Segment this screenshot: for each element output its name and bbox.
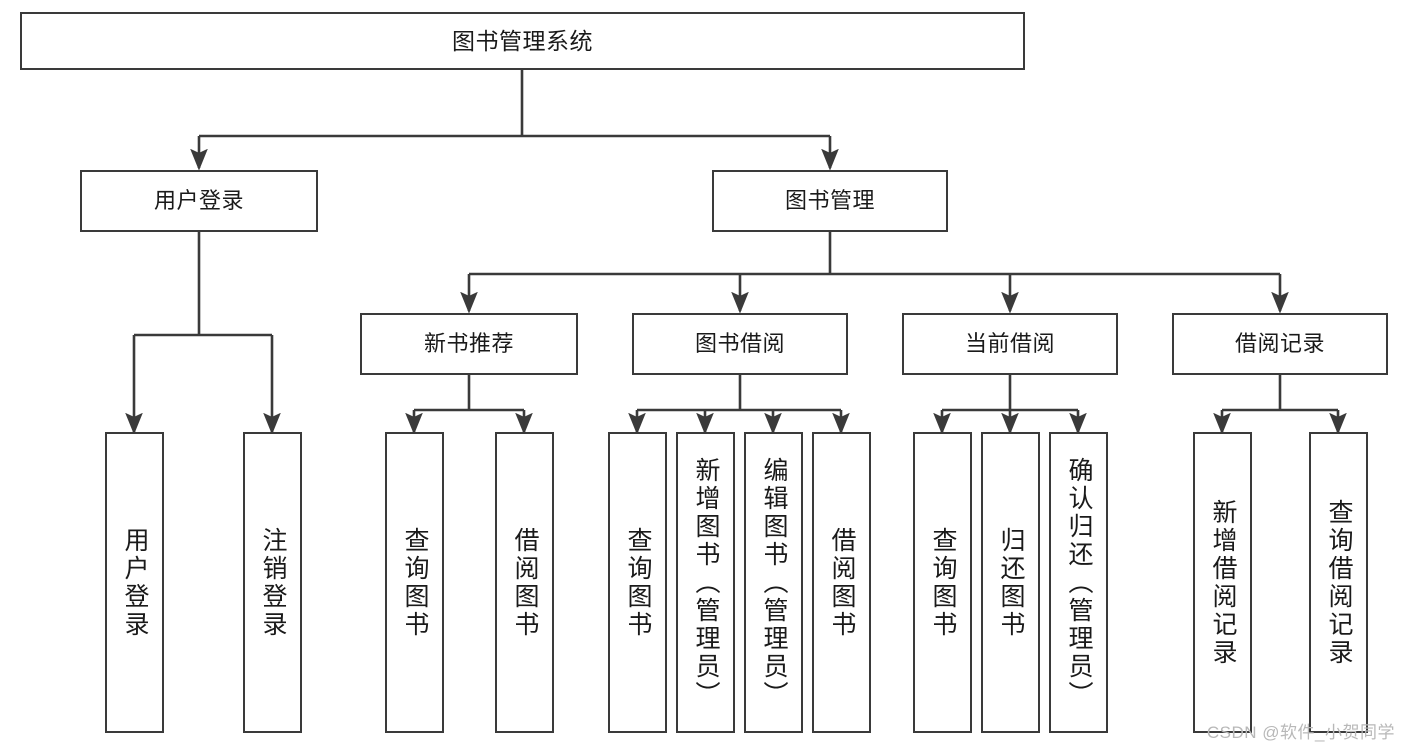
node-label: 归还图书 (997, 526, 1025, 639)
leaf-add-record[interactable]: 新增借阅记录 (1193, 432, 1252, 733)
node-label: 查询图书 (624, 526, 652, 639)
node-label: 新增图书（管理员） (692, 456, 720, 709)
leaf-add-book[interactable]: 新增图书（管理员） (676, 432, 735, 733)
node-label: 新书推荐 (423, 331, 514, 356)
csdn-watermark: CSDN @软件_小贺同学 (1206, 723, 1395, 742)
leaf-query-record[interactable]: 查询借阅记录 (1309, 432, 1368, 733)
node-label: 图书管理系统 (452, 27, 593, 54)
leaf-query-book-1[interactable]: 查询图书 (385, 432, 444, 733)
node-label: 图书管理 (784, 188, 875, 213)
node-label: 确认归还（管理员） (1065, 456, 1093, 709)
node-book-borrow[interactable]: 图书借阅 (632, 313, 848, 375)
node-book-manage[interactable]: 图书管理 (712, 170, 948, 232)
node-current-borrow[interactable]: 当前借阅 (902, 313, 1118, 375)
node-label: 当前借阅 (964, 331, 1055, 356)
node-label: 借阅图书 (511, 526, 539, 639)
leaf-user-login[interactable]: 用户登录 (105, 432, 164, 733)
node-label: 用户登录 (121, 526, 149, 639)
leaf-logout-login[interactable]: 注销登录 (243, 432, 302, 733)
node-root-system[interactable]: 图书管理系统 (20, 12, 1025, 70)
node-label: 图书借阅 (694, 331, 785, 356)
node-user-login[interactable]: 用户登录 (80, 170, 318, 232)
node-label: 新增借阅记录 (1209, 498, 1237, 667)
node-label: 查询图书 (929, 526, 957, 639)
node-label: 查询借阅记录 (1325, 498, 1353, 667)
node-borrow-record[interactable]: 借阅记录 (1172, 313, 1388, 375)
leaf-borrow-book-2[interactable]: 借阅图书 (812, 432, 871, 733)
node-label: 用户登录 (153, 188, 244, 213)
leaf-query-book-2[interactable]: 查询图书 (608, 432, 667, 733)
node-new-book-recommend[interactable]: 新书推荐 (360, 313, 578, 375)
leaf-borrow-book-1[interactable]: 借阅图书 (495, 432, 554, 733)
leaf-query-book-3[interactable]: 查询图书 (913, 432, 972, 733)
node-label: 查询图书 (401, 526, 429, 639)
node-label: 编辑图书（管理员） (760, 456, 788, 709)
node-label: 注销登录 (259, 526, 287, 639)
node-label: 借阅图书 (828, 526, 856, 639)
node-label: 借阅记录 (1234, 331, 1325, 356)
leaf-edit-book[interactable]: 编辑图书（管理员） (744, 432, 803, 733)
leaf-return-book[interactable]: 归还图书 (981, 432, 1040, 733)
leaf-confirm-return[interactable]: 确认归还（管理员） (1049, 432, 1108, 733)
